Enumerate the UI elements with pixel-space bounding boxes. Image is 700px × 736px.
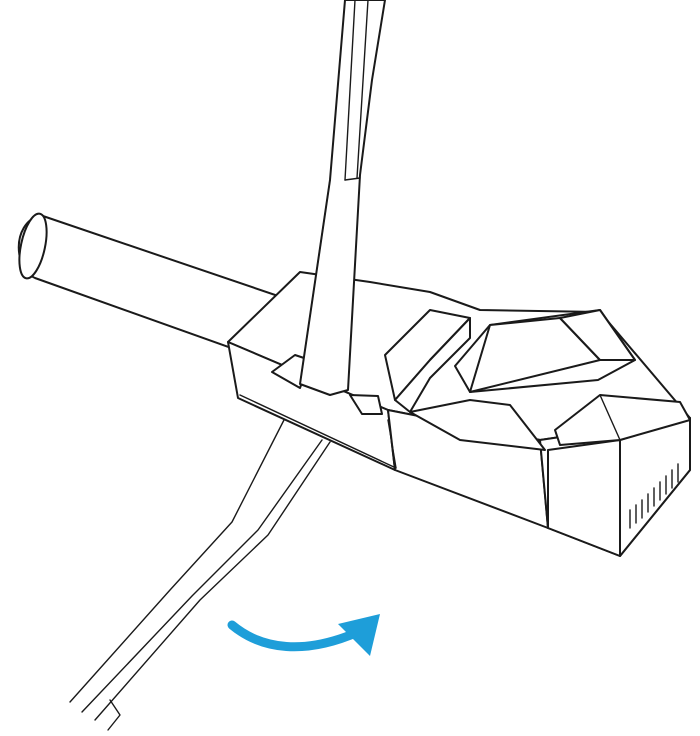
rotation-arrow-icon bbox=[227, 614, 380, 656]
tool-blade-lower-icon bbox=[69, 417, 331, 731]
rj45-connector-icon bbox=[227, 271, 691, 557]
contacts-icon bbox=[629, 463, 679, 529]
cable-icon bbox=[17, 212, 291, 361]
tool-blade-upper-icon bbox=[299, 0, 386, 396]
